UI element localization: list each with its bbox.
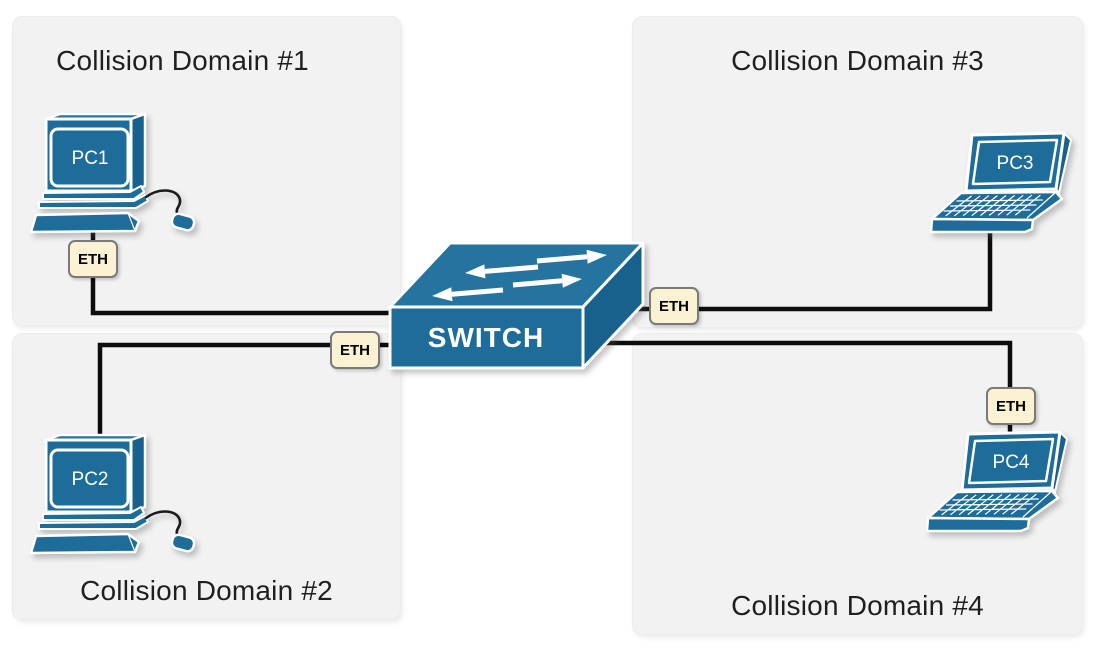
eth-port-label-pc2: ETH	[330, 331, 380, 369]
pc1-desktop-icon: PC1	[29, 112, 197, 234]
eth-port-label-pc4: ETH	[986, 387, 1036, 425]
switch-icon: SWITCH	[388, 241, 645, 370]
cable-pc3-switch	[609, 227, 993, 312]
pc4-label: PC4	[993, 452, 1030, 473]
cable-pc2-switch	[97, 342, 398, 441]
laptop-computer-shape	[925, 430, 1069, 533]
switch-label: SWITCH	[428, 322, 544, 353]
pc4-laptop-icon: PC4	[925, 430, 1069, 533]
collision-domain-2-box: Collision Domain #2	[12, 333, 401, 620]
switching-arrows-icon	[432, 249, 607, 302]
laptop-computer-shape	[929, 131, 1073, 234]
desktop-computer-shape	[29, 112, 197, 234]
pc3-laptop-icon: PC3	[929, 131, 1073, 234]
cable-pc1-switch	[90, 225, 398, 316]
pc1-label: PC1	[72, 148, 109, 169]
pc2-desktop-icon: PC2	[29, 433, 197, 555]
collision-domain-3-box: Collision Domain #3	[632, 16, 1083, 328]
pc3-label: PC3	[997, 153, 1034, 174]
eth-port-label-pc3: ETH	[649, 287, 699, 325]
collision-domain-4-title: Collision Domain #4	[731, 590, 984, 621]
collision-domain-3-title: Collision Domain #3	[731, 45, 984, 76]
collision-domain-1-title: Collision Domain #1	[56, 45, 309, 76]
pc2-label: PC2	[72, 469, 109, 490]
desktop-computer-shape	[29, 433, 197, 555]
eth-port-label-pc1: ETH	[68, 240, 118, 278]
switch-front-face	[388, 305, 585, 370]
collision-domain-2-title: Collision Domain #2	[80, 575, 333, 606]
